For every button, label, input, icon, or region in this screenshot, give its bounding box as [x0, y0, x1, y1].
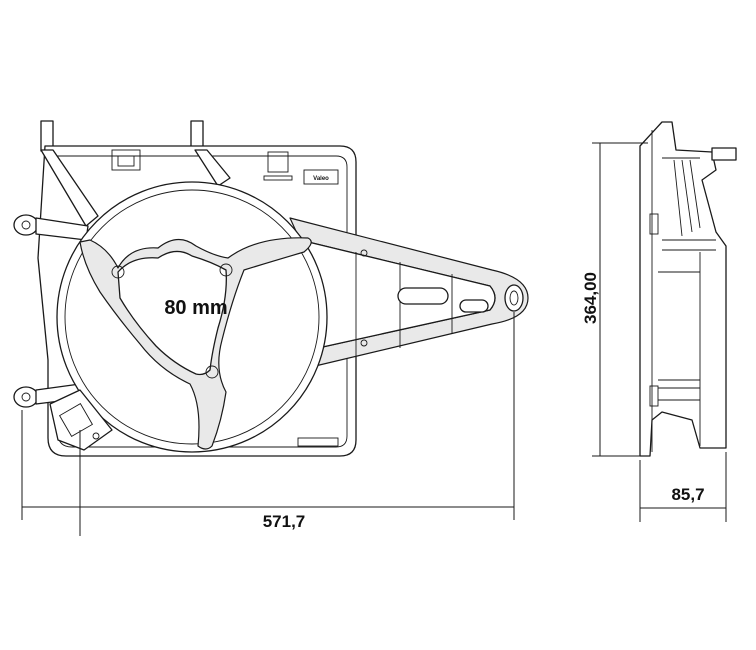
fan-diameter-label: 80 mm — [164, 297, 227, 319]
width-dimension: 571,7 — [263, 512, 306, 531]
brand-logo — [303, 169, 339, 185]
side-view — [639, 121, 737, 457]
lower-left-mount — [13, 386, 39, 408]
slot-right — [459, 299, 489, 313]
right-mount — [504, 284, 524, 312]
motor-hub — [117, 250, 227, 376]
bottom-label — [297, 437, 339, 447]
right-strut-top — [194, 149, 231, 187]
depth-dimension: 85,7 — [671, 485, 704, 504]
dimension-lines: 571,7 364,00 85,7 — [21, 142, 727, 536]
top-connector — [111, 149, 141, 171]
label-square — [267, 151, 289, 173]
height-dimension: 364,00 — [581, 272, 600, 324]
slot-left — [397, 287, 449, 305]
side-connector — [711, 147, 737, 161]
front-view: Valeo 80 mm — [13, 120, 529, 457]
left-strut-top — [40, 149, 99, 227]
upper-left-mount — [13, 214, 39, 236]
electrical-connector — [49, 389, 113, 451]
brand-logo-text: Valeo — [313, 176, 329, 182]
side-profile — [639, 121, 727, 457]
